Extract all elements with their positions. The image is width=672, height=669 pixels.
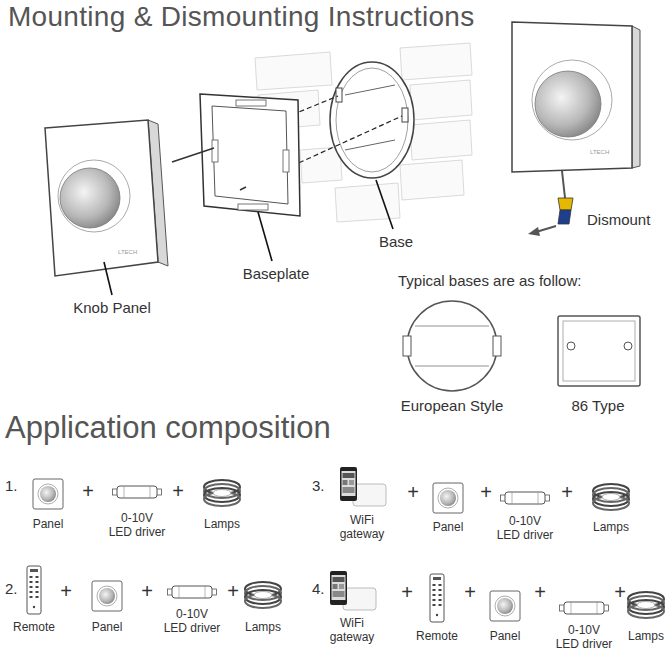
driver-icon: [168, 586, 217, 598]
base-box: [330, 62, 414, 178]
plus-sign: +: [401, 581, 413, 604]
part-label: Knob Panel: [73, 299, 151, 316]
component-label: 0-10V LED driver: [108, 512, 166, 540]
component-label: Panel: [433, 521, 464, 535]
callout-number: 4.: [312, 580, 325, 597]
plus-sign: +: [172, 480, 184, 503]
plus-sign: +: [407, 481, 419, 504]
plus-sign: +: [480, 481, 492, 504]
component-label: WiFi gateway: [328, 617, 376, 645]
remote-icon: [27, 566, 41, 614]
driver-icon: [560, 602, 609, 614]
driver-icon: [113, 486, 162, 498]
component-label: Lamps: [593, 521, 629, 535]
component-label: Remote: [416, 630, 458, 644]
part-label: 86 Type: [571, 397, 624, 414]
component-label: Lamps: [628, 630, 664, 644]
part-label: Base: [379, 233, 413, 250]
callout-number: 3.: [312, 477, 325, 494]
callout-number: 1.: [5, 477, 18, 494]
component-label: Panel: [33, 518, 64, 532]
knob-panel: [45, 120, 168, 276]
panel-icon: [92, 581, 122, 611]
leader-line: [104, 180, 393, 295]
lamp-icon: [245, 582, 281, 608]
component-label: Panel: [92, 621, 123, 635]
application-icons: [27, 467, 664, 622]
european-base: [403, 301, 501, 391]
lamp-icon: [593, 484, 629, 510]
component-label: WiFi gateway: [338, 514, 386, 542]
plus-sign: +: [141, 580, 153, 603]
part-label: European Style: [401, 397, 504, 414]
callout-number: 2.: [5, 580, 18, 597]
plus-sign: +: [534, 581, 546, 604]
component-label: 0-10V LED driver: [555, 624, 613, 652]
plus-sign: +: [561, 481, 573, 504]
panel-icon: [33, 479, 63, 509]
panel-icon: [433, 483, 463, 513]
plus-sign: +: [464, 581, 476, 604]
driver-icon: [501, 492, 550, 504]
gateway-icon: [340, 467, 386, 506]
component-label: Remote: [13, 621, 55, 635]
plus-sign: +: [614, 581, 626, 604]
baseplate: [200, 94, 300, 216]
brand-mark: LTECH: [118, 249, 137, 256]
note: Typical bases are as follow:: [398, 272, 581, 289]
plus-sign: +: [227, 580, 239, 603]
lamp-icon: [204, 480, 240, 506]
component-label: 0-10V LED driver: [496, 515, 554, 543]
panel-icon: [490, 591, 520, 621]
plus-sign: +: [60, 580, 72, 603]
component-label: Lamps: [204, 518, 240, 532]
86-base: [558, 316, 640, 386]
remote-icon: [430, 574, 444, 622]
lamp-icon: [628, 592, 664, 618]
component-label: Lamps: [245, 621, 281, 635]
knob-panel-dismount: [512, 22, 640, 236]
gateway-icon: [330, 571, 376, 610]
part-label: Baseplate: [243, 265, 310, 282]
part-label: Dismount: [587, 211, 650, 228]
section-heading: Application composition: [5, 410, 331, 446]
brand-mark: LTECH: [590, 149, 609, 156]
plus-sign: +: [82, 480, 94, 503]
component-label: 0-10V LED driver: [163, 608, 221, 636]
component-label: Panel: [490, 630, 521, 644]
screw: [172, 148, 246, 190]
page-title: Mounting & Dismounting Instructions: [8, 1, 475, 33]
